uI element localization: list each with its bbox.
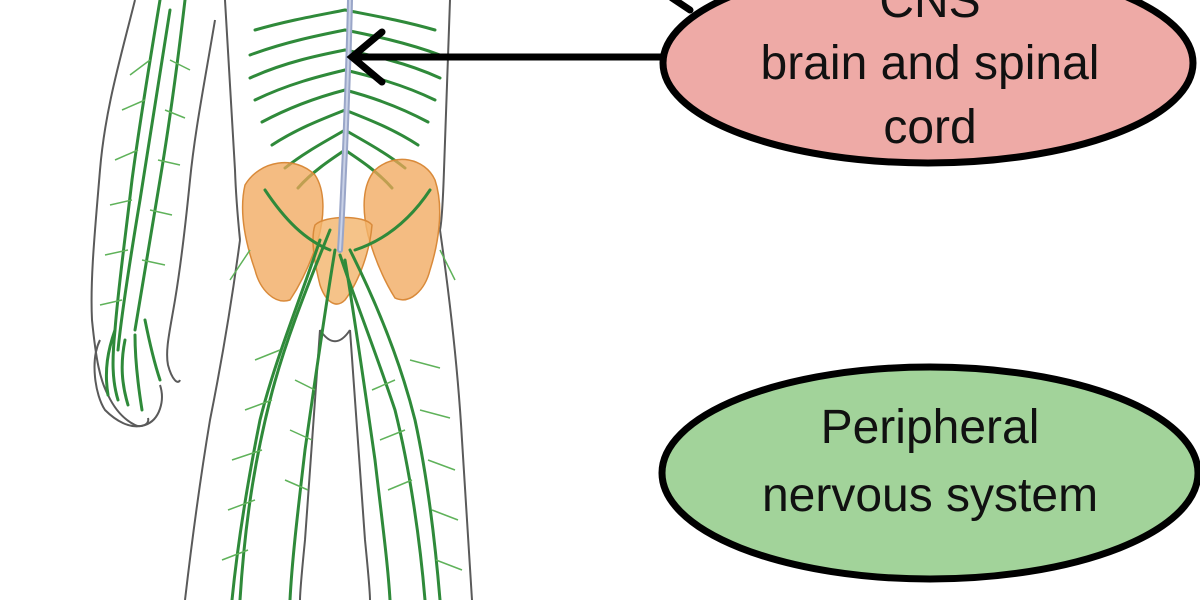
cns-description-line1: brain and spinal [760,37,1100,90]
leg-nerve-branches [221,249,463,571]
cns-title: CNS [879,0,981,28]
pns-title-line2: nervous system [761,469,1099,522]
leg-nerves [230,188,442,600]
spinal-cord [337,0,353,253]
arm-nerves [104,0,187,412]
cns-arrow [346,0,694,86]
pns-title-line1: Peripheral [820,401,1040,454]
arm-nerve-branches [99,59,191,306]
cns-description-line2: cord [883,101,977,154]
cns-label-bubble [659,0,1197,167]
pns-label-bubble [658,363,1200,583]
